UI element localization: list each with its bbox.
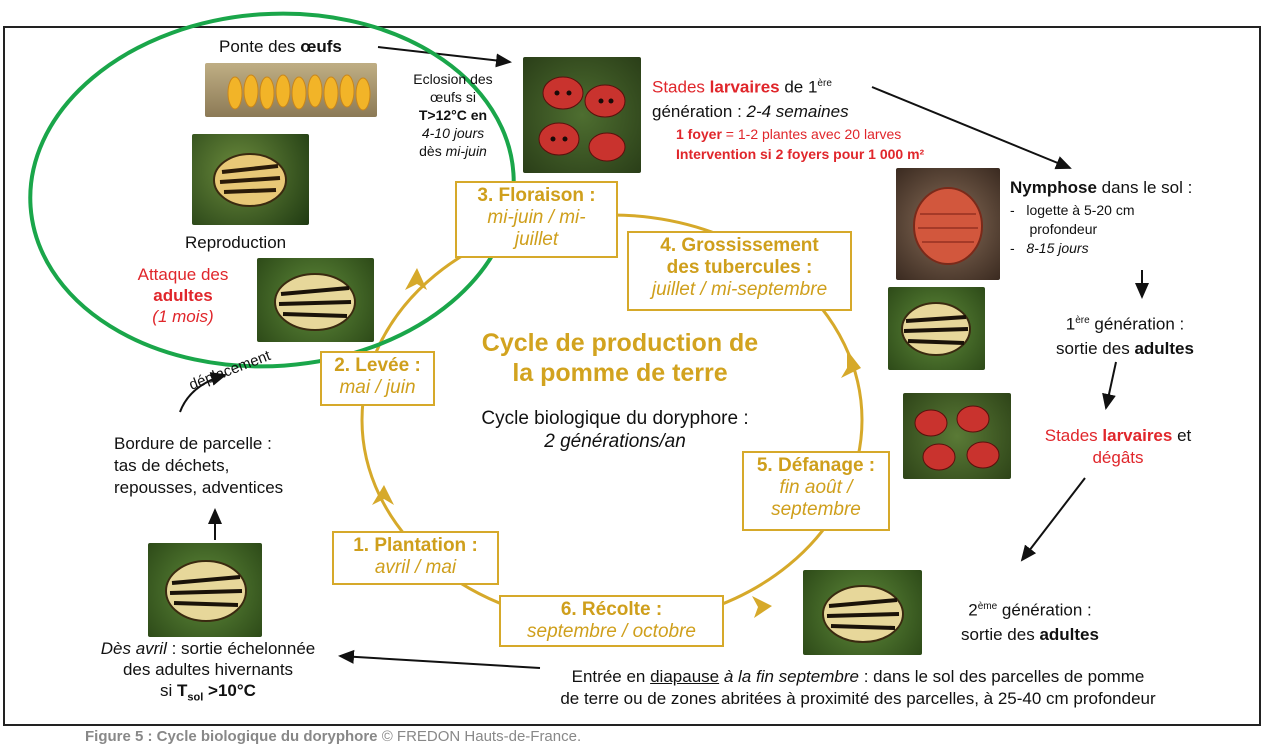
bordure-label: Bordure de parcelle :tas de déchets,repo… — [114, 434, 284, 497]
larvae-photo-1 — [523, 57, 641, 173]
gen1-label: 1ère génération : sortie des adultes — [1056, 314, 1194, 358]
cycle-chevrons — [372, 268, 861, 618]
foyer-label: 1 foyer = 1-2 plantes avec 20 larves Int… — [676, 126, 925, 162]
figure-caption: Figure 5 : Cycle biologique du doryphore… — [85, 728, 582, 745]
sortie-avril-label: Dès avril : sortie échelonnée des adulte… — [100, 639, 316, 704]
reproduction-label: Reproduction — [185, 233, 287, 252]
adult-beetle-photo-3 — [803, 570, 922, 655]
nymphose-label: Nymphose dans le sol : — [1010, 178, 1193, 197]
phase-defanage: 5. Défanage :fin août /septembre — [742, 451, 890, 531]
center-subtitle: Cycle biologique du doryphore :2 générat… — [481, 408, 749, 452]
phase-floraison: 3. Floraison :mi-juin / mi-juillet — [455, 181, 618, 258]
highlight-ellipse — [28, 11, 516, 369]
figure-frame — [3, 26, 1261, 726]
larvae-photo-2 — [903, 393, 1011, 479]
adult-beetle-photo-4 — [148, 543, 262, 637]
ponte-label: Ponte des œufs — [219, 37, 342, 56]
larvaires2-label: Stades larvaires et dégâts — [1044, 426, 1192, 467]
phase-recolte: 6. Récolte :septembre / octobre — [499, 595, 724, 647]
adult-beetle-photo-2 — [888, 287, 985, 370]
larvaires1-label: Stades larvaires de 1ère génération : 2-… — [652, 77, 849, 121]
phase-levee: 2. Levée :mai / juin — [320, 351, 435, 406]
nymphose-details: - logette à 5-20 cm profondeur - 8-15 jo… — [1010, 202, 1135, 256]
reproduction-photo — [192, 134, 309, 225]
eggs-photo — [205, 63, 377, 117]
diapause-label: Entrée en diapause à la fin septembre : … — [560, 667, 1156, 708]
adult-beetle-photo-1 — [257, 258, 374, 342]
gen2-label: 2ème génération : sortie des adultes — [961, 600, 1099, 644]
nymph-photo — [896, 168, 1000, 280]
phase-plantation: 1. Plantation :avril / mai — [332, 531, 499, 585]
